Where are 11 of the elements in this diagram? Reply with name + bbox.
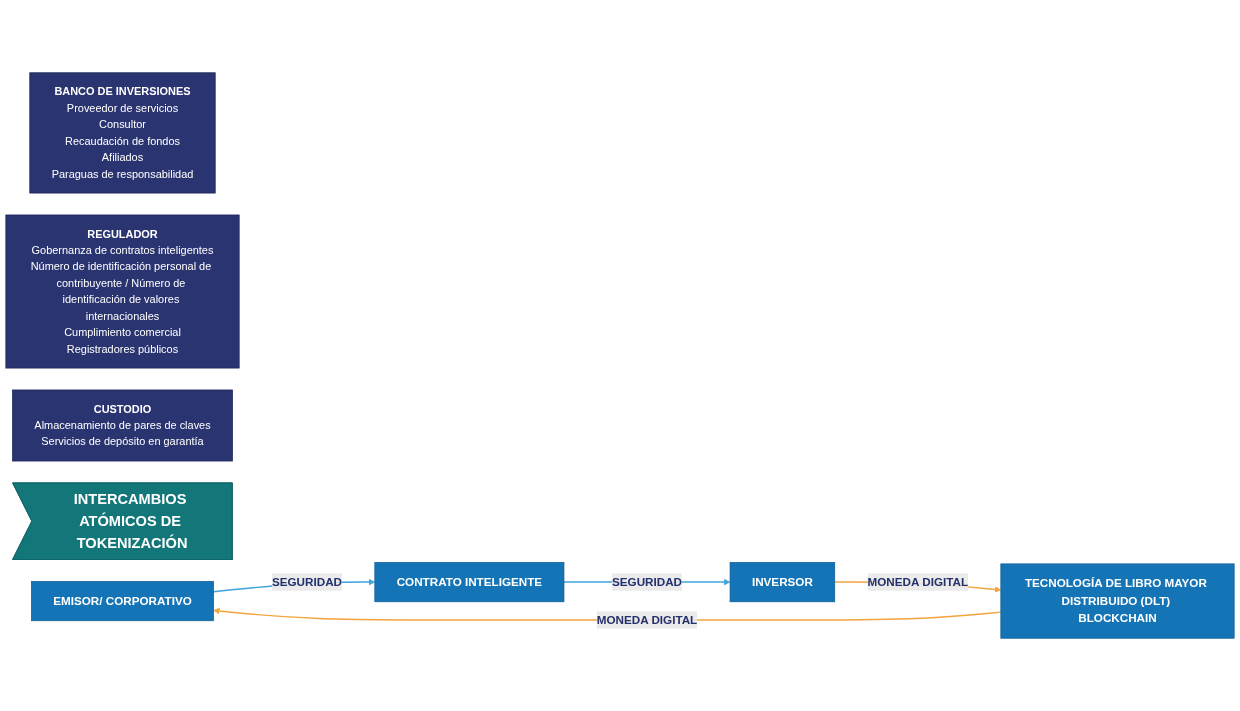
node-box: TECNOLOGÍA DE LIBRO MAYOR DISTRIBUIDO (DLT) BLOCKCHAIN — [1000, 563, 1235, 639]
edge-label: MONEDA DIGITAL — [867, 575, 969, 588]
node-box: CUSTODIO Almacenamiento de pares de claves Servicios de depósito en garantía — [12, 389, 233, 462]
edge-label: SEGURIDAD — [612, 575, 683, 588]
edge-label: MONEDA DIGITAL — [596, 613, 698, 626]
node-box: BANCO DE INVERSIONES Proveedor de servicios Consultor Recaudación de fondos Afiliados Paraguas de responsabilidad — [29, 72, 216, 194]
edge-label: SEGURIDAD — [271, 575, 342, 588]
node-box: REGULADOR Gobernanza de contratos inteligentes Número de identificación personal de contribuyente / Número de identificación de valores internacionales Cumplimiento comercial Registradores públicos — [5, 214, 240, 369]
node-box: CONTRATO INTELIGENTE — [374, 562, 565, 603]
node-box: INVERSOR — [729, 562, 836, 603]
node-box: EMISOR/ CORPORATIVO — [31, 581, 214, 622]
